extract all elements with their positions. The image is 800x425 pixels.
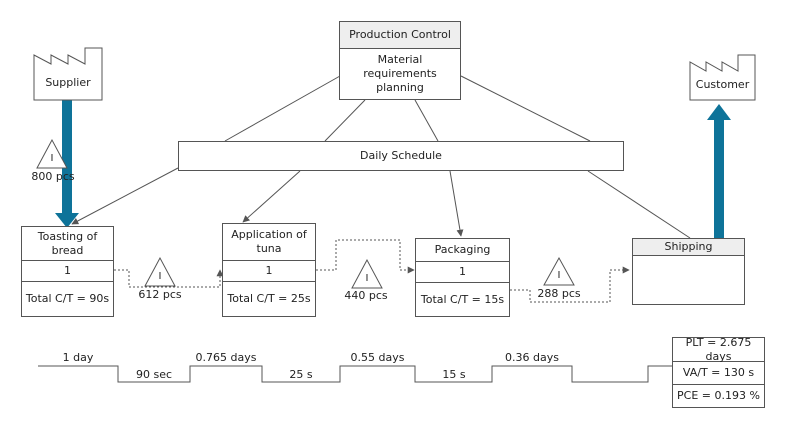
info-line [460, 75, 591, 142]
timeline-wait-3: 0.55 days [350, 351, 405, 364]
supplier-shipment-arrow-head [55, 213, 79, 228]
timeline-process-1: 90 sec [135, 368, 173, 381]
process-operators: 1 [416, 262, 509, 283]
push-arrow-1 [114, 269, 224, 288]
timeline-wait-1: 1 day [62, 351, 94, 364]
inventory-letter: I [557, 270, 561, 281]
process-name: Toasting of bread [22, 227, 113, 261]
info-line [224, 75, 341, 142]
timeline-process-2: 25 s [289, 368, 313, 381]
inventory-triangle-icon [36, 138, 68, 169]
summary-plt: PLT = 2.675 days [673, 336, 764, 363]
schedule-arrow-tuna [242, 170, 301, 223]
daily-schedule-box: Daily Schedule [178, 141, 624, 171]
summary-pce: PCE = 0.193 % [677, 389, 760, 402]
daily-schedule-label: Daily Schedule [360, 149, 442, 162]
production-control-box: Production Control Material requirements… [339, 21, 461, 100]
timeline-ladder [38, 365, 672, 383]
summary-va-t: VA/T = 130 s [673, 362, 764, 385]
timeline-process-3: 15 s [442, 368, 466, 381]
process-box-toasting: Toasting of bread 1 Total C/T = 90s [21, 226, 114, 317]
process-box-tuna: Application of tuna 1 Total C/T = 25s [222, 223, 316, 317]
inventory-letter: I [158, 271, 162, 282]
shipping-body [633, 256, 744, 304]
inventory-supplier-qty: 800 pcs [31, 170, 75, 183]
push-arrow-2 [316, 239, 415, 274]
timeline-wait-2: 0.765 days [195, 351, 257, 364]
schedule-arrow-packaging [449, 170, 464, 237]
process-cycle-time: Total C/T = 15s [420, 292, 505, 306]
customer-factory-icon [689, 54, 756, 101]
info-line [324, 99, 366, 142]
customer-label: Customer [695, 78, 750, 91]
inventory-triangle-icon [144, 256, 176, 287]
schedule-arrow-toasting [71, 167, 179, 225]
inventory-qty-3: 288 pcs [537, 287, 581, 300]
supplier-factory-icon [33, 47, 103, 101]
process-box-packaging: Packaging 1 Total C/T = 15s [415, 238, 510, 317]
shipping-label: Shipping [633, 239, 744, 256]
inventory-letter: I [365, 273, 369, 284]
push-arrow-3 [510, 266, 630, 303]
process-cycle-time: Total C/T = 25s [227, 292, 311, 305]
process-name: Application of tuna [223, 224, 315, 261]
shipping-box: Shipping [632, 238, 745, 305]
process-operators: 1 [22, 261, 113, 282]
customer-shipment-arrow-head [707, 104, 731, 120]
inventory-qty-2: 440 pcs [344, 289, 388, 302]
supplier-label: Supplier [45, 76, 91, 89]
inventory-qty-1: 612 pcs [138, 288, 182, 301]
production-control-title: Production Control [340, 22, 460, 49]
supplier-shipment-arrow-shaft [62, 100, 72, 215]
process-operators: 1 [223, 261, 315, 282]
inventory-triangle-icon [351, 258, 383, 289]
schedule-line-shipping [587, 170, 691, 239]
production-control-body: Material requirements planning [363, 53, 437, 94]
process-cycle-time: Total C/T = 90s [25, 292, 110, 305]
timeline-summary-box: PLT = 2.675 days VA/T = 130 s PCE = 0.19… [672, 336, 765, 408]
customer-shipment-arrow-shaft [714, 118, 724, 238]
info-line [414, 99, 439, 142]
timeline-wait-4: 0.36 days [505, 351, 559, 364]
inventory-letter: I [50, 153, 54, 164]
process-name: Packaging [416, 239, 509, 262]
inventory-triangle-icon [543, 256, 575, 286]
